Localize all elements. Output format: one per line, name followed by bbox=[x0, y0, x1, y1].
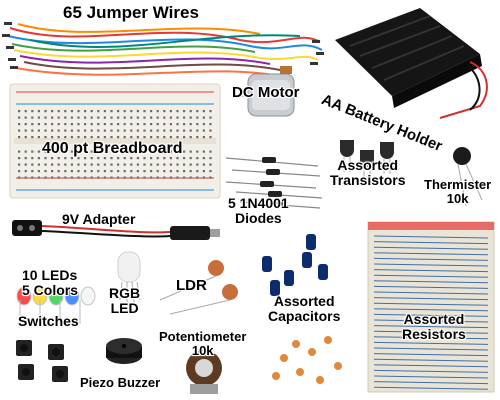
ldr-image bbox=[159, 260, 238, 315]
transistors-label-line1: Assorted bbox=[337, 157, 399, 173]
ldr-label: LDR bbox=[176, 277, 207, 294]
capacitors-label-line1: Assorted bbox=[273, 293, 335, 309]
leds-image bbox=[16, 286, 96, 324]
thermister-label-line1: Thermister bbox=[424, 177, 492, 192]
capacitors-label-line2: Capacitors bbox=[268, 307, 341, 324]
thermister-label-line2: 10k bbox=[446, 190, 469, 206]
leds-label-line1: 10 LEDs bbox=[22, 267, 78, 283]
dc-motor-image bbox=[233, 66, 295, 117]
diodes-image bbox=[225, 157, 323, 209]
breadboard-label: 400 pt Breadboard bbox=[42, 140, 183, 157]
capacitors-image bbox=[262, 234, 342, 384]
resistors-label: Assorted Resistors bbox=[402, 312, 466, 341]
switches-label: Switches bbox=[18, 313, 79, 329]
resistors-label-line1: Assorted bbox=[403, 311, 465, 327]
breadboard-image bbox=[9, 83, 221, 199]
leds-label: 10 LEDs 5 Colors bbox=[22, 268, 78, 297]
jumper-wires-label: 65 Jumper Wires bbox=[63, 3, 199, 22]
transistors-image bbox=[340, 140, 394, 182]
rgb-led-image bbox=[117, 251, 141, 303]
led-dome bbox=[80, 286, 96, 306]
transistors-label-line2: Transistors bbox=[330, 171, 406, 188]
potentiometer-label-line1: Potentiometer bbox=[159, 329, 247, 344]
rgb-led-label-line2: LED bbox=[110, 299, 139, 316]
jumper-wires-bundle bbox=[2, 22, 324, 79]
potentiometer-label-line2: 10k bbox=[191, 342, 214, 358]
diodes-label-line1: 5 1N4001 bbox=[228, 195, 289, 211]
buzzer-label: Piezo Buzzer bbox=[80, 375, 161, 390]
leds-label-line2: 5 Colors bbox=[22, 281, 79, 298]
rgb-led-label: RGB LED bbox=[109, 286, 140, 315]
capacitors-label: Assorted Capacitors bbox=[268, 294, 340, 323]
thermister-label: Thermister 10k bbox=[424, 178, 491, 205]
diodes-label-line2: Diodes bbox=[235, 209, 282, 226]
led-dome bbox=[64, 286, 80, 306]
diodes-label: 5 1N4001 Diodes bbox=[228, 196, 289, 225]
resistors-label-line2: Resistors bbox=[402, 325, 466, 342]
switches-image bbox=[16, 340, 68, 382]
potentiometer-label: Potentiometer 10k bbox=[159, 330, 246, 357]
potentiometer-image bbox=[186, 350, 222, 394]
adapter-image bbox=[12, 220, 220, 240]
adapter-label: 9V Adapter bbox=[62, 211, 136, 227]
thermister-image bbox=[453, 147, 483, 207]
piezo-buzzer-image bbox=[106, 338, 142, 364]
dc-motor-label: DC Motor bbox=[232, 84, 300, 101]
battery-holder-image bbox=[335, 8, 488, 119]
transistors-label: Assorted Transistors bbox=[330, 158, 405, 187]
resistors-image bbox=[367, 221, 495, 393]
rgb-led-label-line1: RGB bbox=[109, 285, 141, 301]
